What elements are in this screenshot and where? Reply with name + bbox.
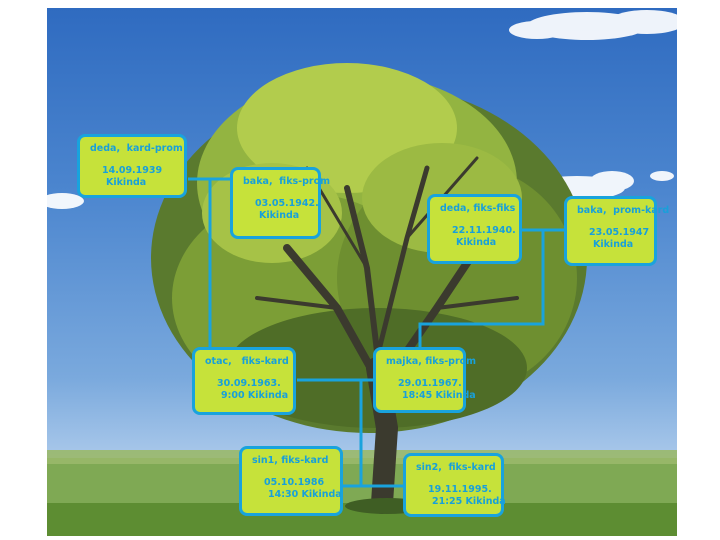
birth-date: 30.09.1963. bbox=[217, 378, 281, 389]
tree-photo-background: deda, kard-prom 14.09.1939 Kikinda baka,… bbox=[47, 8, 677, 536]
person-card-sin2: sin2, fiks-kard 19.11.1995. 21:25 Kikind… bbox=[403, 453, 506, 517]
birth-place: 18:45 Kikinda bbox=[402, 390, 476, 401]
birth-place: Kikinda bbox=[259, 210, 300, 221]
birth-place: 9:00 Kikinda bbox=[221, 390, 289, 401]
person-card-baka-maternal: baka, prom-kard 23.05.1947 Kikinda bbox=[564, 196, 670, 266]
birth-date: 05.10.1986 bbox=[264, 477, 325, 488]
person-name: otac, fiks-kard bbox=[205, 356, 289, 367]
birth-date: 22.11.1940. bbox=[452, 225, 516, 236]
birth-date: 29.01.1967. bbox=[398, 378, 462, 389]
connector-lines bbox=[188, 177, 567, 488]
person-card-majka: majka, fiks-prom 29.01.1967. 18:45 Kikin… bbox=[373, 347, 477, 413]
birth-place: 21:25 Kikinda bbox=[432, 496, 506, 507]
person-card-sin1: sin1, fiks-kard 05.10.1986 14:30 Kikinda bbox=[239, 446, 343, 516]
person-card-baka-paternal: baka, fiks-prom 03.05.1942. Kikinda bbox=[230, 167, 331, 239]
birth-date: 23.05.1947 bbox=[589, 227, 650, 238]
person-name: sin2, fiks-kard bbox=[416, 462, 496, 473]
person-name: deda, kard-prom bbox=[90, 143, 183, 154]
birth-place: Kikinda bbox=[593, 239, 634, 250]
tree-illustration bbox=[47, 10, 677, 536]
person-name: deda, fiks-fiks bbox=[440, 203, 516, 214]
birth-date: 19.11.1995. bbox=[428, 484, 492, 495]
person-name: sin1, fiks-kard bbox=[252, 455, 329, 466]
person-card-deda-maternal: deda, fiks-fiks 22.11.1940. Kikinda bbox=[427, 194, 522, 264]
person-name: baka, prom-kard bbox=[577, 205, 670, 216]
person-card-deda-paternal: deda, kard-prom 14.09.1939 Kikinda bbox=[77, 134, 187, 198]
line-grandparents-majka bbox=[418, 230, 545, 351]
birth-date: 03.05.1942. bbox=[255, 198, 319, 209]
birth-place: 14:30 Kikinda bbox=[268, 489, 342, 500]
person-name: majka, fiks-prom bbox=[386, 356, 477, 367]
person-card-otac: otac, fiks-kard 30.09.1963. 9:00 Kikinda bbox=[192, 347, 296, 415]
birth-place: Kikinda bbox=[106, 177, 147, 188]
person-name: baka, fiks-prom bbox=[243, 176, 331, 187]
birth-place: Kikinda bbox=[456, 237, 497, 248]
birth-date: 14.09.1939 bbox=[102, 165, 163, 176]
